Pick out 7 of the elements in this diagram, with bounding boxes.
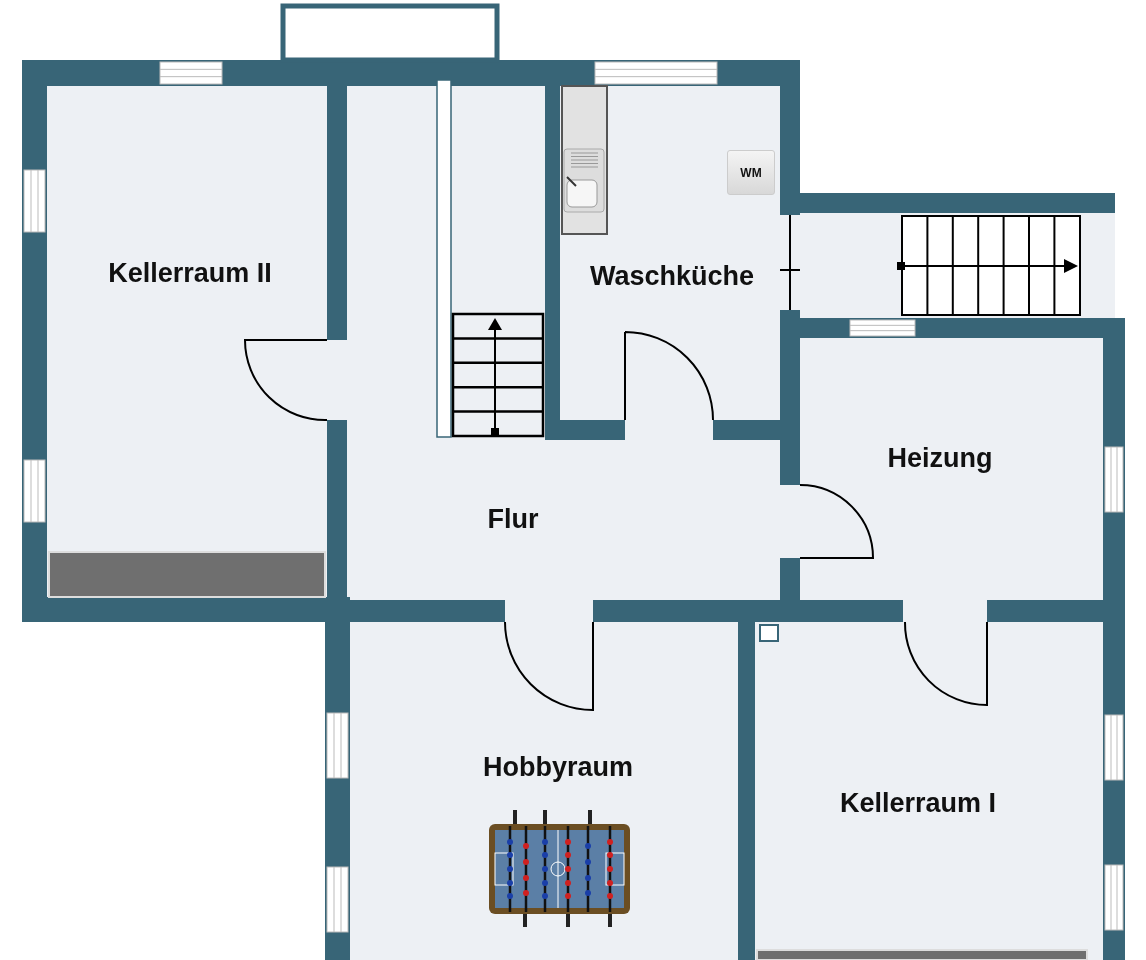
room-label: Kellerraum I bbox=[839, 787, 997, 819]
room-label: Heizung bbox=[887, 442, 993, 474]
room-label: Kellerraum II bbox=[108, 257, 272, 289]
room-label: Waschküche bbox=[589, 260, 755, 292]
room-label: Hobbyraum bbox=[483, 751, 633, 783]
room-label: Flur bbox=[487, 503, 539, 535]
washing-machine-box: WM bbox=[727, 150, 775, 195]
